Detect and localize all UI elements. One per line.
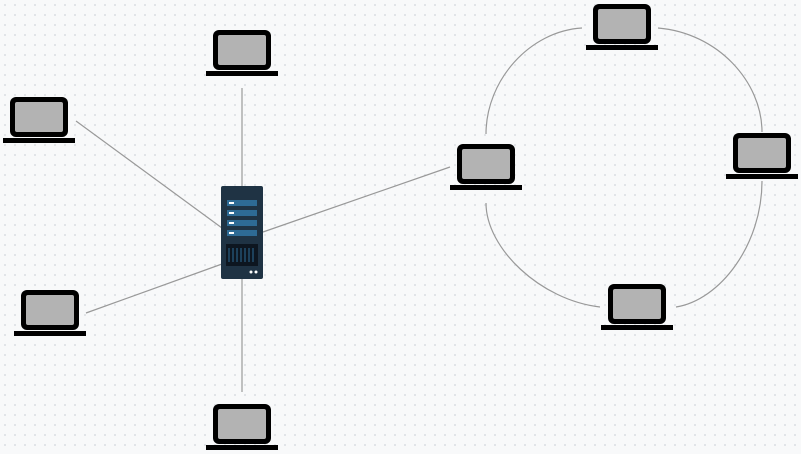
server-server-icon	[221, 186, 263, 279]
laptop-screen	[218, 409, 266, 439]
laptop-screen	[738, 138, 786, 168]
ring-laptop-left-laptop-icon	[450, 144, 522, 190]
server-drive-bay	[227, 230, 257, 236]
server-vent-slot	[252, 248, 254, 262]
server-drive-led	[229, 212, 234, 214]
server-drive-led	[229, 222, 234, 224]
link-server-to-ring-laptop-left	[262, 166, 451, 233]
laptop-screen	[613, 289, 661, 319]
server-vent-slot	[228, 248, 230, 262]
nodes-layer	[3, 4, 798, 450]
laptop-screen	[218, 35, 266, 65]
link-server-to-star-laptop-lower-left	[85, 263, 223, 314]
link-ring-laptop-bottom-to-ring-laptop-left	[485, 202, 601, 308]
star-laptop-lower-left-laptop-icon	[14, 290, 86, 336]
server-drive-bay	[227, 210, 257, 216]
star-laptop-top-laptop-icon	[206, 30, 278, 76]
server-drive-led	[229, 232, 234, 234]
server-status-light	[249, 270, 253, 274]
laptop-screen	[26, 295, 74, 325]
star-laptop-upper-left-laptop-icon	[3, 97, 75, 143]
link-ring-laptop-left-to-ring-laptop-top	[485, 27, 583, 135]
server-status-light	[254, 270, 258, 274]
links-layer	[75, 27, 763, 392]
ring-laptop-right-laptop-icon	[726, 133, 798, 179]
ring-laptop-bottom-laptop-icon	[601, 284, 673, 330]
server-vent-slot	[240, 248, 242, 262]
laptop-base	[3, 138, 75, 143]
laptop-base	[14, 331, 86, 336]
laptop-base	[586, 45, 658, 50]
laptop-base	[206, 71, 278, 76]
laptop-base	[601, 325, 673, 330]
star-laptop-bottom-laptop-icon	[206, 404, 278, 450]
laptop-screen	[598, 9, 646, 39]
link-ring-laptop-right-to-ring-laptop-bottom	[675, 180, 763, 308]
server-drive-led	[229, 202, 234, 204]
laptop-screen	[15, 102, 63, 132]
server-vent-slot	[248, 248, 250, 262]
link-ring-laptop-top-to-ring-laptop-right	[657, 27, 763, 133]
server-drive-bay	[227, 220, 257, 226]
link-server-to-star-laptop-upper-left	[75, 120, 223, 229]
server-drive-bay	[227, 200, 257, 206]
laptop-screen	[462, 149, 510, 179]
laptop-base	[726, 174, 798, 179]
server-vent-slot	[244, 248, 246, 262]
laptop-base	[450, 185, 522, 190]
server-vent-slot	[236, 248, 238, 262]
server-vent-slot	[232, 248, 234, 262]
laptop-base	[206, 445, 278, 450]
ring-laptop-top-laptop-icon	[586, 4, 658, 50]
